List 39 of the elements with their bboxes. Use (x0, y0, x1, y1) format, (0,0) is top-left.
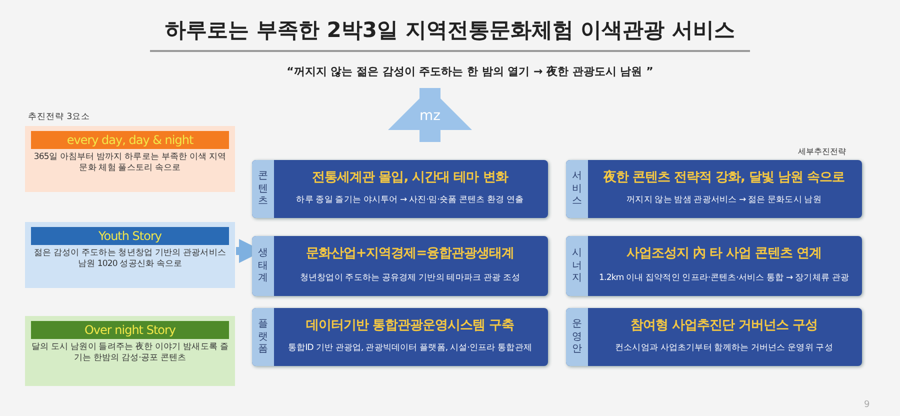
side-tab-label: 콘텐츠 (257, 170, 269, 208)
strategy-card (25, 126, 235, 192)
quote-text: “꺼지지 않는 젊은 감성이 주도하는 한 밤의 열기 → 夜한 관광도시 남원 ” (250, 64, 690, 79)
box-description: 꺼지지 않는 밤샘 관광서비스 → 젊은 문화도시 남원 (626, 194, 822, 206)
box-description: 1.2km 이내 집약적인 인프라·콘텐츠·서비스 통합 → 장기체류 관광 (598, 272, 850, 284)
card-header: Over night Story (31, 321, 229, 339)
card-description: 365일 아침부터 밤까지 하루로는 부족한 이색 지역문화 체험 풀스토리 속으로 (32, 152, 228, 175)
strategy-box (566, 236, 862, 296)
box-description: 청년창업이 주도하는 공유경제 기반의 테마파크 관광 조성 (298, 272, 522, 284)
box-description: 하루 종일 즐기는 야시투어 → 사진·밈·숏폼 콘텐츠 환경 연출 (295, 194, 525, 206)
strategy-card (25, 316, 235, 386)
box-heading: 사업조성지 內 타 사업 콘텐츠 연계 (625, 245, 823, 262)
strategy-box (566, 308, 862, 366)
card-header: every day, day & night (31, 131, 229, 149)
side-tab-label: 생태계 (257, 247, 269, 285)
box-heading: 참여형 사업추진단 거버넌스 구성 (629, 317, 819, 334)
strategy-box (566, 160, 862, 218)
title: 하루로는 부족한 2박3일 지역전통문화체험 이색관광 서비스 (164, 17, 736, 44)
side-tab-label: 운영안 (571, 318, 583, 356)
box-heading: 문화산업+지역경제=융합관광생태계 (304, 245, 516, 262)
box-heading: 夜한 콘텐츠 전략적 강화, 달빛 남원 속으로 (602, 168, 846, 186)
side-tab-label: 서비스 (571, 170, 583, 208)
card-description: 달의 도시 남원이 들려주는 夜한 이야기 밤새도록 즐기는 한밤의 감성·공포 콘텐츠 (31, 342, 229, 365)
box-description: 컨소시엄과 사업초기부터 함께하는 거버넌스 운영위 구성 (614, 342, 834, 354)
section-label: 세부추진전략 (798, 146, 846, 157)
card-header: Youth Story (31, 227, 229, 245)
arrow (388, 88, 472, 142)
strategy-box (252, 308, 548, 366)
side-tab-label: 플랫폼 (257, 318, 269, 356)
box-heading: 데이터기반 통합관광운영시스템 구축 (304, 317, 516, 334)
strategy-card (25, 222, 235, 288)
card-description: 젊은 감성이 주도하는 청년창업 기반의 관광서비스 남원 1020 성공신화 속으로 (32, 248, 228, 271)
box-description: 통합ID 기반 관광업, 관광빅데이터 플랫폼, 시설·인프라 통합관제 (287, 342, 533, 354)
section-label: 추진전략 3요소 (28, 111, 90, 123)
strategy-box (252, 236, 548, 296)
side-tab-label: 시너지 (571, 247, 583, 285)
strategy-box (252, 160, 548, 218)
box-heading: 전통세계관 몰입, 시간대 테마 변화 (311, 169, 510, 186)
page-number: 9 (864, 400, 870, 410)
